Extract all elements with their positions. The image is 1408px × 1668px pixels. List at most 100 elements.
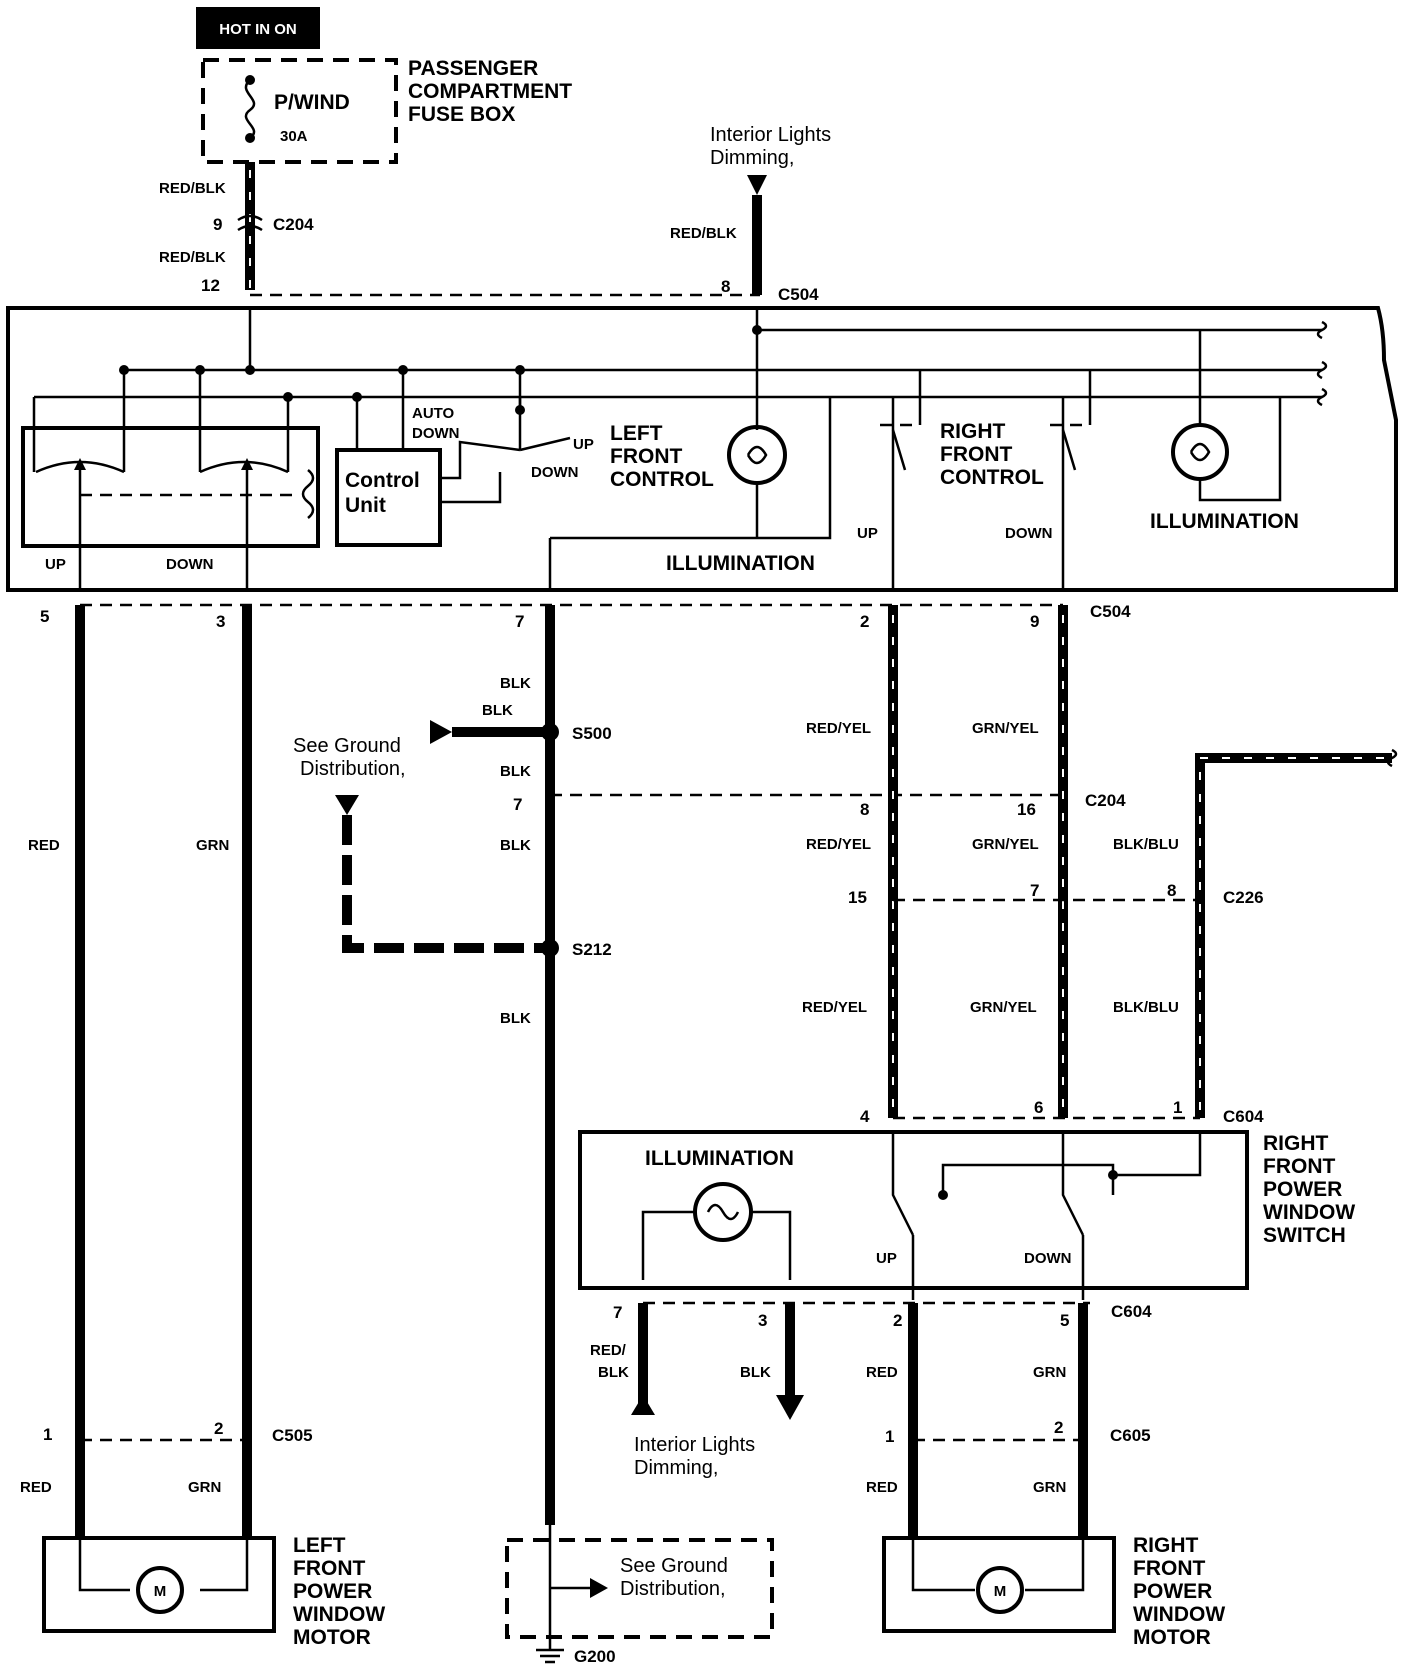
wire-blk-blu bbox=[1195, 753, 1392, 1118]
right-illumination-label: ILLUMINATION bbox=[1150, 510, 1299, 533]
see-ground-g200-2: Distribution, bbox=[620, 1578, 726, 1600]
label-grn-2: GRN bbox=[188, 1479, 221, 1496]
right-motor-title-2: FRONT bbox=[1133, 1557, 1205, 1580]
relay-down-arrow bbox=[241, 458, 253, 470]
connector-c505: C505 bbox=[272, 1426, 313, 1445]
pin-5-c504: 5 bbox=[40, 607, 49, 626]
label-red-yel-1: RED/YEL bbox=[806, 720, 871, 737]
label-blk-5: BLK bbox=[500, 1010, 531, 1027]
pin-8-c204: 8 bbox=[860, 800, 869, 819]
right-ctrl-switch-blades bbox=[891, 429, 1077, 471]
label-red-yel-2: RED/YEL bbox=[806, 836, 871, 853]
pin-4-c604: 4 bbox=[860, 1107, 870, 1126]
junction-1 bbox=[119, 365, 129, 375]
label-red-4: RED bbox=[866, 1479, 898, 1496]
label-grn-yel-2: GRN/YEL bbox=[972, 836, 1039, 853]
label-blk-3: BLK bbox=[500, 763, 531, 780]
left-front-control-3: CONTROL bbox=[610, 468, 714, 491]
junction-9 bbox=[752, 325, 762, 335]
pin-1-c604: 1 bbox=[1173, 1098, 1182, 1117]
g200-arrow bbox=[590, 1578, 608, 1598]
right-motor-icon bbox=[976, 1566, 1024, 1614]
label-red-1: RED bbox=[28, 837, 60, 854]
label-red-blk-rf-2: BLK bbox=[598, 1364, 629, 1381]
pin-7-c604: 7 bbox=[613, 1303, 622, 1322]
label-red-blk-2: RED/BLK bbox=[159, 249, 226, 266]
rf-switch-contacts bbox=[891, 1132, 1202, 1236]
splice-s212: S212 bbox=[572, 940, 612, 959]
wire-blk-blu-stripe bbox=[1199, 757, 1392, 1110]
rf-switch-title-4: WINDOW bbox=[1263, 1201, 1355, 1224]
rf-illumination-label: ILLUMINATION bbox=[645, 1147, 794, 1170]
label-red-blk-rf-1: RED/ bbox=[590, 1342, 627, 1359]
left-down-label: DOWN bbox=[531, 464, 579, 481]
pin-15-c226: 15 bbox=[848, 888, 867, 907]
connector-c504-top: C504 bbox=[778, 285, 819, 304]
label-blk-blu-1: BLK/BLU bbox=[1113, 836, 1179, 853]
interior-lights-note-bottom-1: Interior Lights bbox=[634, 1434, 755, 1456]
pin-3-c604: 3 bbox=[758, 1311, 767, 1330]
label-blk-blu-2: BLK/BLU bbox=[1113, 999, 1179, 1016]
label-blk-1: BLK bbox=[500, 675, 531, 692]
ground-arrow-s500 bbox=[430, 720, 452, 744]
pin-9: 9 bbox=[213, 215, 222, 234]
rf-switch-title-5: SWITCH bbox=[1263, 1224, 1346, 1247]
pin-9-c504: 9 bbox=[1030, 612, 1039, 631]
rf-switch-title-1: RIGHT bbox=[1263, 1132, 1329, 1155]
fuse-terminal-bottom bbox=[245, 133, 255, 143]
left-motor-title-2: FRONT bbox=[293, 1557, 365, 1580]
left-motor-symbol: M bbox=[154, 1583, 167, 1600]
pin-1-c505: 1 bbox=[43, 1425, 52, 1444]
left-motor-title-4: WINDOW bbox=[293, 1603, 385, 1626]
interior-lights-note-bottom-2: Dimming, bbox=[634, 1457, 718, 1479]
connector-c204-top: C204 bbox=[273, 215, 314, 234]
relay-block bbox=[21, 426, 320, 548]
left-illumination-label: ILLUMINATION bbox=[666, 552, 815, 575]
fuse-name: P/WIND bbox=[274, 91, 350, 114]
left-front-control-1: LEFT bbox=[610, 422, 663, 445]
relay-up-arrow bbox=[74, 458, 86, 470]
rf-contact-1 bbox=[938, 1190, 948, 1200]
rf-down-label: DOWN bbox=[1024, 1250, 1072, 1267]
relay-up-label: UP bbox=[45, 556, 66, 573]
right-motor-title-5: MOTOR bbox=[1133, 1626, 1211, 1649]
label-red-2: RED bbox=[20, 1479, 52, 1496]
rf-contact-2 bbox=[1108, 1170, 1118, 1180]
junction-8 bbox=[515, 405, 525, 415]
blk-ground-arrow-rf bbox=[776, 1395, 804, 1420]
label-red-blk-3: RED/BLK bbox=[670, 225, 737, 242]
pin-12: 12 bbox=[201, 276, 220, 295]
connector-c504-lower: C504 bbox=[1090, 602, 1131, 621]
rf-illum-wiring bbox=[641, 1210, 792, 1280]
left-motor-box bbox=[42, 1536, 276, 1633]
rf-switch-title-3: POWER bbox=[1263, 1178, 1342, 1201]
right-motor-title-3: POWER bbox=[1133, 1580, 1212, 1603]
splice-s500: S500 bbox=[572, 724, 612, 743]
fuse-rating: 30A bbox=[280, 128, 308, 145]
left-bulb-filament bbox=[746, 445, 768, 465]
right-ctrl-down-label: DOWN bbox=[1005, 525, 1053, 542]
right-motor-leads bbox=[911, 1540, 1085, 1592]
label-blk-2: BLK bbox=[482, 702, 513, 719]
interior-lights-arrow-bottom bbox=[631, 1395, 655, 1415]
right-motor-symbol: M bbox=[994, 1583, 1007, 1600]
right-ctrl-up-label: UP bbox=[857, 525, 878, 542]
left-motor-title-5: MOTOR bbox=[293, 1626, 371, 1649]
right-motor-title-4: WINDOW bbox=[1133, 1603, 1225, 1626]
left-motor-title-1: LEFT bbox=[293, 1534, 346, 1557]
label-red-yel-3: RED/YEL bbox=[802, 999, 867, 1016]
pin-1-c605: 1 bbox=[885, 1427, 894, 1446]
label-grn-4: GRN bbox=[1033, 1479, 1066, 1496]
connector-c204-top-icon bbox=[237, 214, 263, 232]
hot-in-on-box bbox=[196, 7, 320, 49]
pin-2-c504: 2 bbox=[860, 612, 869, 631]
label-grn-yel-3: GRN/YEL bbox=[970, 999, 1037, 1016]
label-red-3: RED bbox=[866, 1364, 898, 1381]
label-red-blk-1: RED/BLK bbox=[159, 180, 226, 197]
auto-down-label-2: DOWN bbox=[412, 425, 460, 442]
bus-continuation-icon bbox=[1316, 320, 1328, 407]
label-grn-3: GRN bbox=[1033, 1364, 1066, 1381]
ground-symbol-icon bbox=[536, 1648, 564, 1664]
junction-3 bbox=[245, 365, 255, 375]
